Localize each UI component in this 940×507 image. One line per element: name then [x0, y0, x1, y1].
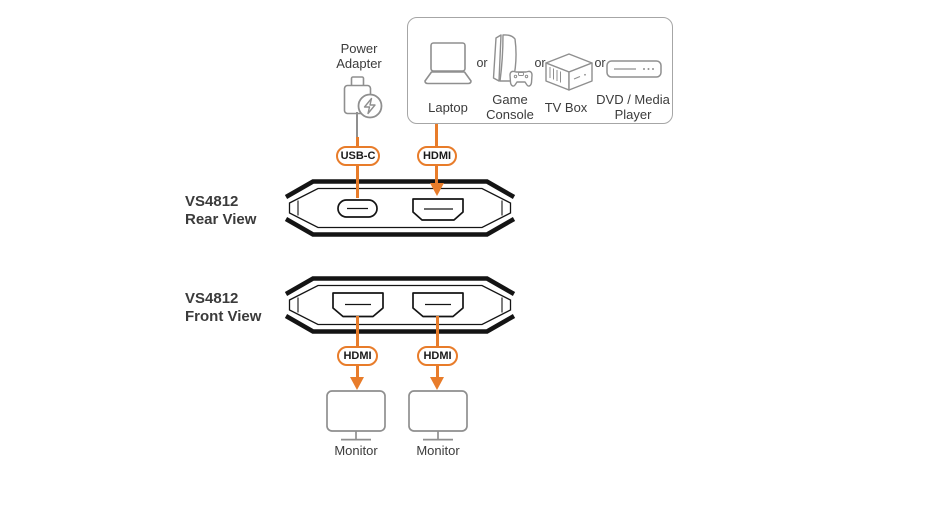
- tv-box-icon: [545, 53, 593, 91]
- game-console-label: Game Console: [486, 92, 534, 122]
- source-devices-box: or or or Lap: [407, 17, 673, 124]
- bottom-edge: [284, 314, 516, 334]
- or-separator-3: or: [594, 56, 606, 70]
- device-body: [288, 187, 512, 229]
- monitor-right-icon: [408, 390, 468, 441]
- monitor-left-label: Monitor: [334, 443, 378, 458]
- front-view-model: VS4812: [185, 290, 239, 307]
- top-edge: [284, 179, 516, 199]
- or-separator-1: or: [476, 56, 488, 70]
- device-body: [288, 284, 512, 326]
- dvd-media-player-label: DVD / Media Player: [596, 92, 670, 122]
- vs4812-rear-view-drawing: [284, 179, 516, 237]
- hdmi-output-left-arrow-icon: [350, 377, 364, 390]
- power-circle: [357, 93, 383, 119]
- lightning-bolt-icon: [363, 97, 376, 115]
- power-adapter-label: Power Adapter: [309, 41, 409, 71]
- hdmi-output-left-pill: HDMI: [337, 346, 378, 366]
- front-view-caption: Front View: [185, 307, 262, 325]
- hdmi-input-pill: HDMI: [417, 146, 457, 166]
- top-edge: [284, 276, 516, 296]
- power-adapter-label-line2: Adapter: [336, 55, 382, 71]
- or-separator-2: or: [534, 56, 546, 70]
- dvd-media-player-icon: [606, 60, 662, 78]
- monitor-right-label: Monitor: [416, 443, 460, 458]
- usb-c-pill: USB-C: [336, 146, 380, 166]
- rear-view-label: VS4812 Rear View: [185, 193, 290, 228]
- power-adapter-icon: [343, 76, 383, 119]
- usb-c-connection-line: [356, 137, 359, 198]
- bottom-edge: [284, 217, 516, 237]
- laptop-label: Laptop: [428, 100, 468, 115]
- front-view-label: VS4812 Front View: [185, 290, 290, 325]
- laptop-icon: [424, 42, 472, 85]
- hdmi-input-arrow-icon: [430, 183, 444, 196]
- hdmi-output-right-pill: HDMI: [417, 346, 458, 366]
- power-adapter-label-line1: Power: [340, 41, 378, 56]
- vs4812-front-view-drawing: [284, 276, 516, 334]
- rear-view-caption: Rear View: [185, 210, 257, 228]
- monitor-left-icon: [326, 390, 386, 441]
- game-console-icon: [492, 34, 533, 87]
- plug-tab: [350, 76, 365, 87]
- tv-box-label: TV Box: [544, 100, 588, 115]
- rear-view-model: VS4812: [185, 193, 239, 210]
- power-cable: [356, 112, 358, 138]
- hdmi-output-right-arrow-icon: [430, 377, 444, 390]
